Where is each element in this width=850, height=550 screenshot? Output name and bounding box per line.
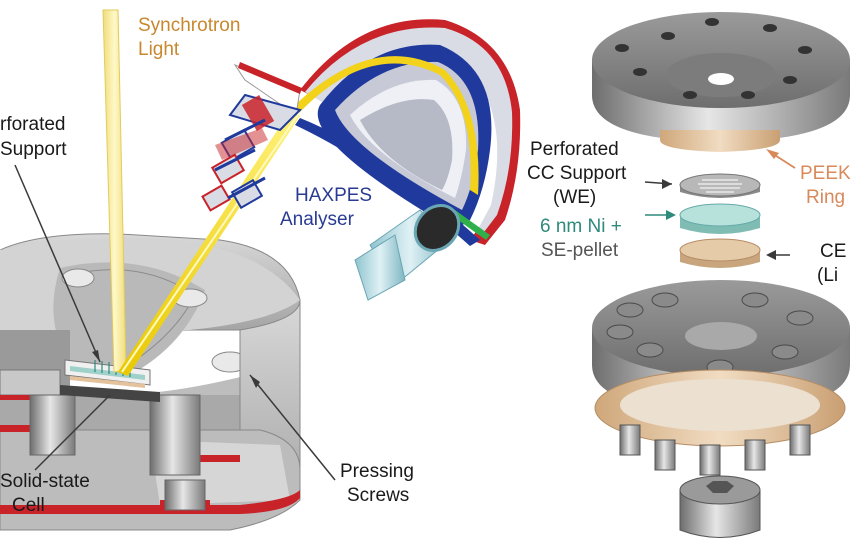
ce-disc xyxy=(679,238,761,268)
pressing-screws-label-line2: Screws xyxy=(347,485,410,506)
pressing-screw xyxy=(149,394,201,476)
pressing-screw xyxy=(164,479,206,511)
perforated-cc-support xyxy=(679,173,761,198)
haxpes-label-line1: HAXPES xyxy=(295,185,373,206)
peek-ring-bottom xyxy=(594,369,846,447)
photoelectron-beam xyxy=(118,108,301,376)
right-perforated-label-line1: Perforated xyxy=(530,139,619,160)
solid-state-cell-cross-section xyxy=(0,233,301,531)
ni-label-line2: SE-pellet xyxy=(541,240,619,261)
pressing-screw xyxy=(29,394,76,456)
ce-label-line1: CE xyxy=(820,241,847,262)
peek-ring-top xyxy=(660,130,780,152)
peek-label-line1: PEEK xyxy=(800,163,850,184)
right-perforated-label-line2: CC Support xyxy=(527,163,627,184)
synchrotron-label-line1: Synchrotron xyxy=(138,15,241,36)
hex-bolt xyxy=(679,475,761,538)
left-perforated-label-line1: rforated xyxy=(0,114,66,135)
peek-label-line2: Ring xyxy=(806,187,846,208)
pressing-screws-label-line1: Pressing xyxy=(340,461,414,482)
screw-head xyxy=(61,268,95,288)
detector xyxy=(354,204,461,301)
screw-stubs xyxy=(619,424,811,476)
solid-state-label-line1: Solid-state xyxy=(0,471,90,492)
ni-se-pellet xyxy=(679,203,761,234)
haxpes-label-line2: Analyser xyxy=(280,209,354,230)
top-disc xyxy=(592,12,850,142)
lens-column xyxy=(201,93,302,212)
solid-state-label-line2: Cell xyxy=(12,495,45,516)
ce-label-line2: (Li xyxy=(817,265,839,286)
synchrotron-label-line2: Light xyxy=(138,39,180,60)
ni-label-line1: 6 nm Ni + xyxy=(540,216,622,237)
right-perforated-label-line3: (WE) xyxy=(553,187,597,208)
left-perforated-label-line2: Support xyxy=(0,139,67,160)
arrowheads xyxy=(92,179,776,388)
pointer-arrows xyxy=(14,164,790,481)
